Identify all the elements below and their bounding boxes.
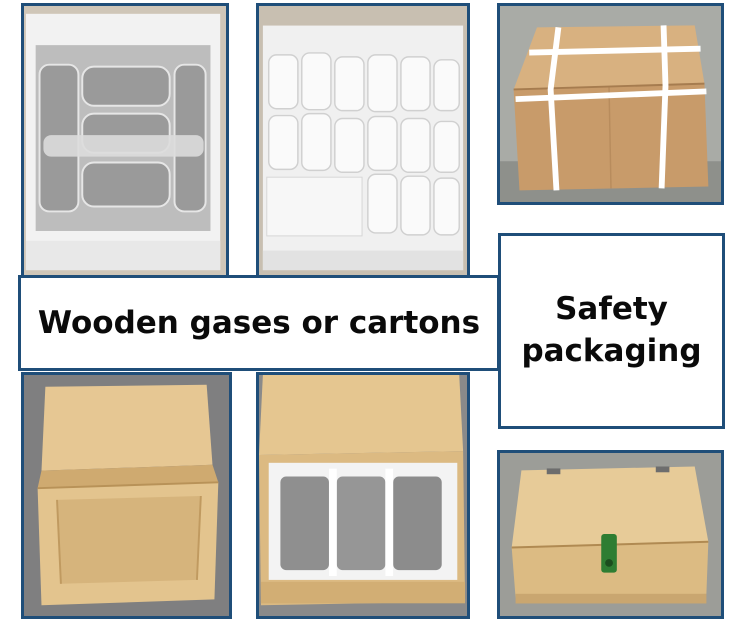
side-caption-line2: packaging	[521, 333, 702, 369]
main-caption-box: Wooden gases or cartons	[18, 275, 500, 371]
main-caption-text: Wooden gases or cartons	[37, 305, 481, 341]
photo-strapped-cardboard-carton	[497, 3, 724, 205]
photo-closed-plywood-crate-green-latch	[497, 450, 724, 619]
side-caption-line1: Safety	[555, 291, 668, 328]
photo-white-wrapped-rolls-in-foam-box	[256, 3, 470, 278]
side-caption-box: Safety packaging	[498, 233, 725, 429]
photo-plywood-crate-with-foam-dividers	[256, 372, 470, 619]
photo-open-plywood-crate	[21, 372, 232, 619]
photo-wrapped-parts-in-foam-box	[21, 3, 229, 278]
